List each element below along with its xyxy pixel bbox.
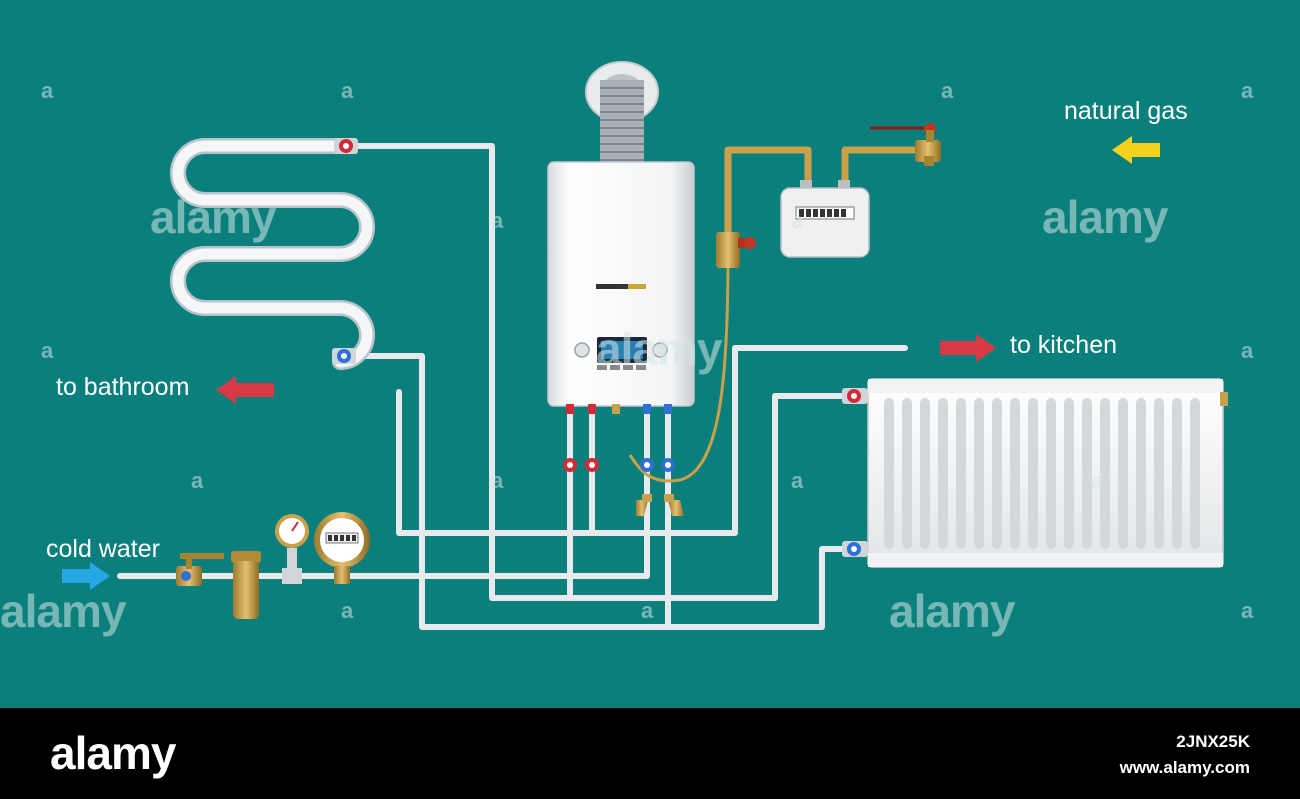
towel-rail-icon [170, 138, 375, 370]
gas-pipes [724, 146, 930, 250]
flue-icon [585, 61, 659, 165]
valve-icon [176, 553, 224, 586]
watermark: a [341, 598, 354, 623]
coldwater-arrow-icon [62, 562, 110, 590]
boiler-icon [547, 161, 695, 414]
watermark: a [491, 468, 504, 493]
valve-icon [716, 232, 756, 268]
watermark: a [941, 78, 954, 103]
watermark: a [1241, 338, 1254, 363]
gas-flex-hose [628, 254, 730, 483]
watermark: alamy [596, 323, 722, 375]
watermark: a [791, 468, 804, 493]
watermark: alamy [0, 585, 126, 637]
gas-meter-icon [780, 180, 870, 258]
watermark: a [341, 78, 354, 103]
gas-inlet-arrow-icon [1112, 136, 1160, 164]
diagram-canvas [62, 61, 1228, 630]
watermark: a [191, 468, 204, 493]
cold-water-label: cold water [46, 535, 160, 563]
watermark: a [1241, 598, 1254, 623]
watermark: a [1091, 468, 1104, 493]
watermark: alamy [889, 585, 1015, 637]
valve-icon [870, 123, 941, 166]
to-kitchen-label: to kitchen [1010, 331, 1118, 359]
valve-icon [842, 388, 868, 404]
footer-image-id: 2JNX25K [1176, 732, 1250, 751]
footer-bar: alamy 2JNX25K www.alamy.com [0, 708, 1300, 799]
watermark: alamy [150, 191, 276, 243]
valve-icon [842, 541, 868, 557]
to-bathroom-label: to bathroom [56, 373, 190, 401]
kitchen-arrow-icon [940, 334, 996, 362]
valve-icon [636, 494, 684, 516]
watermark: a [41, 78, 54, 103]
radiator-icon [867, 378, 1228, 568]
watermark: a [491, 208, 504, 233]
water-filter-icon [231, 551, 261, 619]
watermark: a [641, 598, 654, 623]
pressure-gauge-icon [275, 514, 309, 584]
watermark: a [1241, 78, 1254, 103]
natural-gas-label: natural gas [1064, 97, 1188, 125]
heating-diagram: natural gas to kitchen to bathroom cold … [0, 61, 1254, 637]
watermark: a [791, 208, 804, 233]
valve-icon [334, 138, 358, 154]
water-meter-icon [314, 512, 370, 584]
watermark: alamy [1042, 191, 1168, 243]
bathroom-arrow-icon [216, 376, 274, 404]
footer-url: www.alamy.com [1119, 758, 1250, 777]
watermark: a [41, 338, 54, 363]
valve-icon [563, 458, 675, 472]
valve-icon [332, 348, 356, 364]
footer-logo: alamy [50, 727, 176, 779]
